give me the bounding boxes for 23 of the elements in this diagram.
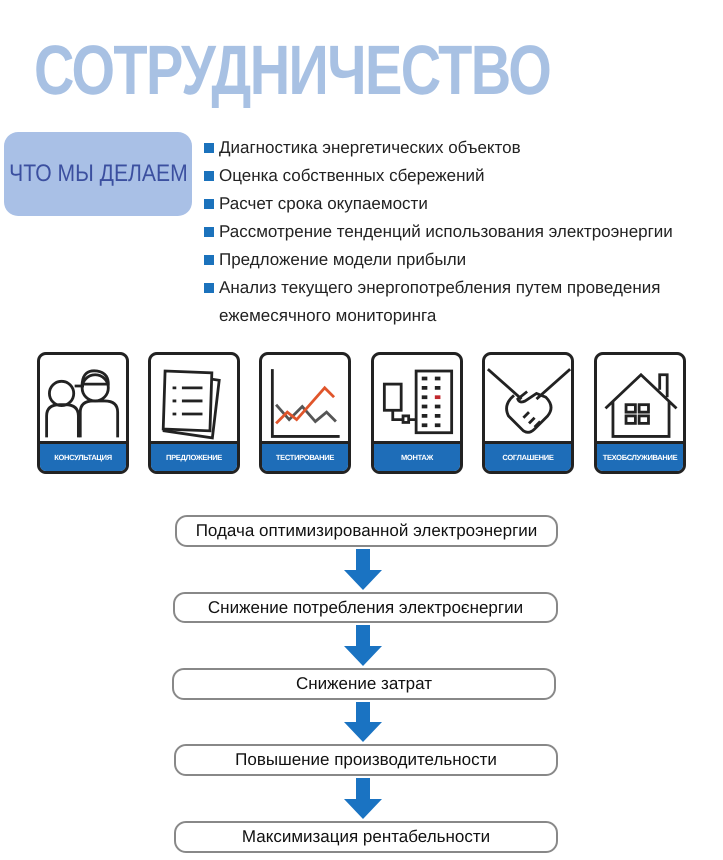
icon-tile	[371, 352, 463, 474]
process-box: Максимизация рентабельности	[174, 821, 558, 853]
bullet-item: Предложение модели прибыли	[204, 246, 719, 274]
bullet-item: Расчет срока окупаемости	[204, 190, 719, 218]
arrow	[344, 625, 382, 666]
page-title: СОТРУДНИЧЕСТВО	[34, 30, 550, 110]
bullet-item: Диагностика энергетических объектов	[204, 134, 719, 162]
bullet-item: Анализ текущего энергопотребления путем проведения ежемесячного мониторинга	[204, 274, 719, 330]
process-box: Повышение производительности	[174, 744, 558, 776]
icon-tile	[148, 352, 240, 474]
icon-tile	[594, 352, 686, 474]
bullet-item: Рассмотрение тенденций использования электроэнергии	[204, 218, 719, 246]
arrow	[344, 702, 382, 742]
arrow	[344, 778, 382, 819]
process-box: Снижение потребления электроєнергии	[173, 592, 558, 623]
process-box: Подача оптимизированной электроэнергии	[175, 515, 558, 547]
arrow	[344, 549, 382, 590]
heading-box: ЧТО МЫ ДЕЛАЕМ	[4, 132, 192, 216]
icon-tile	[259, 352, 351, 474]
icon-tile	[37, 352, 129, 474]
icon-tile	[482, 352, 574, 474]
bullet-item: Оценка собственных сбережений	[204, 162, 719, 190]
process-box: Снижение затрат	[172, 668, 556, 700]
